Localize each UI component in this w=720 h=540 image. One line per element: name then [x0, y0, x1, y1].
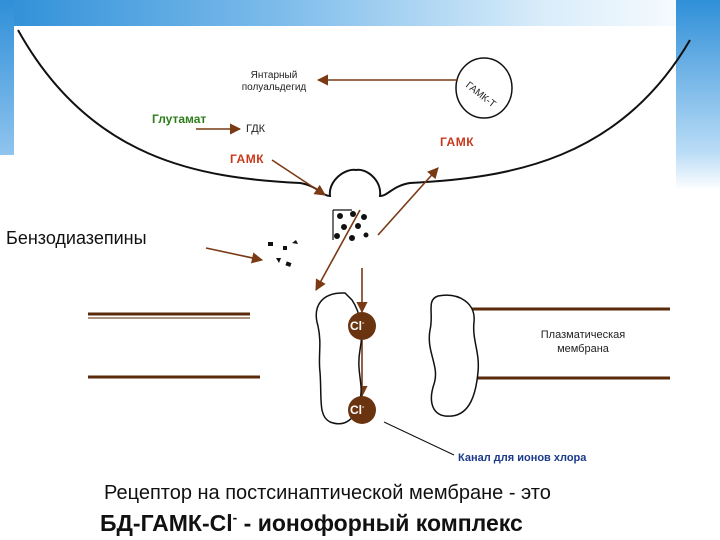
- arrow-release-gaba: [315, 209, 361, 291]
- arrow-reuptake-gaba: [377, 167, 439, 236]
- plasma-membrane-label: Плазматическая мембрана: [540, 329, 626, 355]
- benzodiazepine-molecules: [268, 240, 298, 267]
- gdk-label: ГДК: [246, 123, 266, 135]
- channel-subunit-right: [428, 294, 480, 417]
- channel-pointer-line: [383, 421, 455, 456]
- gaba-label-left: ГАМК: [230, 152, 265, 166]
- arrow-gaba-to-vesicle: [271, 159, 326, 196]
- gaba-t-enzyme: [455, 57, 513, 119]
- vesicle-bracket: [332, 209, 352, 240]
- arrow-benzo-binding: [205, 247, 264, 264]
- chloride-ion-label: Cl-: [350, 318, 365, 333]
- slide-panel: [14, 26, 664, 196]
- chloride-ion: [348, 312, 376, 340]
- succinic-semialdehyde-label: Янтарный полуальдегид: [241, 70, 307, 93]
- caption-line-2: БД-ГАМК-Cl- - ионофорный комплекс: [100, 510, 523, 536]
- presynaptic-terminal: [17, 29, 691, 198]
- gaba-label-right: ГАМК: [440, 135, 475, 149]
- benzodiazepines-label: Бензодиазепины: [6, 228, 147, 248]
- pathway-arrows: [196, 74, 458, 398]
- caption-line-1: Рецептор на постсинаптической мембране -…: [104, 482, 551, 504]
- postsynaptic-membrane: [88, 307, 670, 380]
- glutamate-label: Глутамат: [152, 112, 207, 126]
- slide-frame-left: [0, 0, 14, 155]
- chloride-ion-label: Cl-: [350, 402, 365, 417]
- gaba-molecules: [334, 211, 369, 241]
- slide-frame-right: [676, 0, 720, 190]
- chloride-channel-label: Канал для ионов хлора: [458, 452, 587, 464]
- chloride-ion: [348, 396, 376, 424]
- slide-frame-top: [0, 0, 720, 26]
